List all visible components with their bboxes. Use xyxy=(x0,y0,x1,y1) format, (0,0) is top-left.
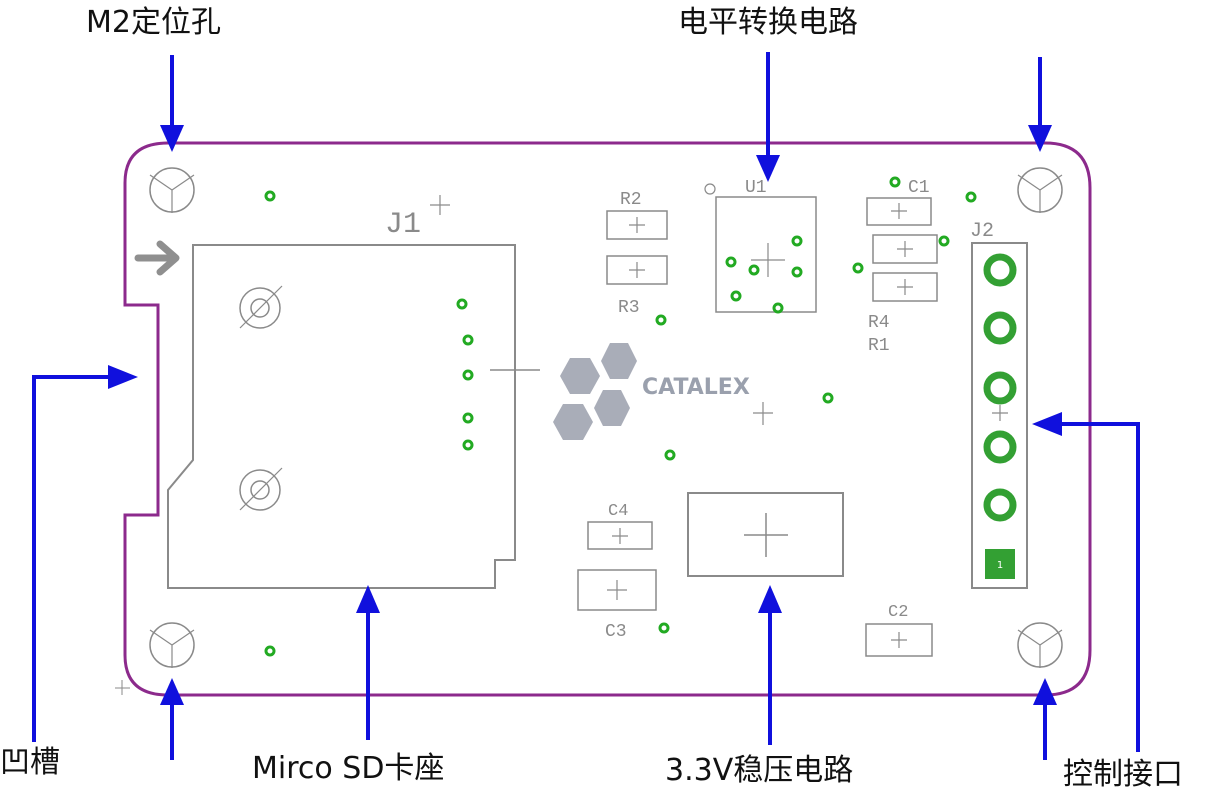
via xyxy=(730,290,742,302)
mounting-hole-top-left xyxy=(149,167,195,213)
svg-text:4: 4 xyxy=(997,384,1003,395)
arrow-control-port-icon xyxy=(1032,412,1140,752)
sd-socket-post-lower xyxy=(239,467,283,511)
via xyxy=(664,449,676,461)
regulator-package xyxy=(687,492,844,577)
sd-socket-post-upper xyxy=(239,285,283,329)
via xyxy=(462,439,474,451)
sd-socket-origin-mark xyxy=(490,345,540,395)
card-insert-arrow-icon xyxy=(134,240,180,276)
j2-label: J2 xyxy=(970,220,994,243)
vias xyxy=(264,176,977,657)
label-level-shift: 电平转换电路 xyxy=(678,5,858,40)
header-pin-1: 1 xyxy=(985,549,1015,579)
mounting-hole-top-right xyxy=(1017,167,1063,213)
via xyxy=(725,256,737,268)
via xyxy=(889,176,901,188)
via xyxy=(822,392,834,404)
arrow-bottom-left-hole-icon xyxy=(160,678,184,760)
svg-text:6: 6 xyxy=(997,266,1003,277)
header-pin-4: 4 xyxy=(983,371,1017,405)
via xyxy=(965,191,977,203)
via xyxy=(462,334,474,346)
control-header-j2: J2 6 5 4 3 2 1 xyxy=(970,220,1028,589)
header-pin-3: 3 xyxy=(983,430,1017,464)
arrow-sd-socket-icon xyxy=(356,585,380,740)
via xyxy=(456,298,468,310)
arrow-m2-hole-icon xyxy=(160,55,184,152)
mounting-hole-bottom-left xyxy=(149,622,195,668)
mounting-hole-bottom-right xyxy=(1017,622,1063,668)
arrow-regulator-icon xyxy=(758,585,782,745)
logo-text: CATALEX xyxy=(642,375,750,400)
via xyxy=(852,262,864,274)
svg-text:3: 3 xyxy=(997,443,1003,454)
label-groove: 凹槽 xyxy=(0,745,60,780)
via xyxy=(658,622,670,634)
via xyxy=(938,235,950,247)
u1-label: U1 xyxy=(745,178,767,198)
r2-label: R2 xyxy=(620,190,642,210)
label-control-port: 控制接口 xyxy=(1063,757,1183,792)
r1-label: R1 xyxy=(868,336,890,356)
via xyxy=(772,302,784,314)
via xyxy=(791,235,803,247)
via xyxy=(791,266,803,278)
label-sd-socket: Mirco SD卡座 xyxy=(252,751,445,786)
callout-arrows xyxy=(32,52,1140,760)
via xyxy=(462,369,474,381)
via xyxy=(462,412,474,424)
resistor-r4: R4 xyxy=(868,234,938,333)
origin-mark-bottom-left xyxy=(115,680,130,695)
header-pin-2: 2 xyxy=(983,488,1017,522)
logo-origin-mark xyxy=(753,402,773,425)
c4-label: C4 xyxy=(608,502,628,521)
header-pin-5: 5 xyxy=(983,311,1017,345)
via xyxy=(264,190,276,202)
label-m2-hole: M2定位孔 xyxy=(86,5,221,40)
j1-label: J1 xyxy=(385,208,421,242)
j1-origin-mark xyxy=(430,195,450,215)
capacitor-c2: C2 xyxy=(865,603,933,657)
svg-text:5: 5 xyxy=(997,324,1003,335)
capacitor-c3: C3 xyxy=(577,569,657,642)
via xyxy=(655,314,667,326)
catalex-logo: CATALEX xyxy=(553,343,750,440)
arrow-level-shift-icon xyxy=(756,52,780,182)
header-pin-6: 6 xyxy=(983,253,1017,287)
resistor-r2: R2 xyxy=(606,190,668,240)
level-shifter-u1: U1 xyxy=(704,178,817,313)
r3-label: R3 xyxy=(618,298,640,318)
resistor-r1: R1 xyxy=(868,272,938,356)
via xyxy=(748,264,760,276)
label-regulator: 3.3V稳压电路 xyxy=(665,753,854,788)
c3-label: C3 xyxy=(605,622,627,642)
arrow-groove-icon xyxy=(32,365,138,742)
arrow-top-right-hole-icon xyxy=(1028,57,1052,152)
arrow-bottom-right-hole-icon xyxy=(1033,678,1057,760)
c1-label: C1 xyxy=(908,178,930,198)
via xyxy=(264,645,276,657)
capacitor-c1: C1 xyxy=(866,178,932,226)
svg-text:2: 2 xyxy=(997,501,1003,512)
capacitor-c4: C4 xyxy=(587,502,653,550)
c2-label: C2 xyxy=(888,603,908,622)
r4-label: R4 xyxy=(868,313,890,333)
resistor-r3: R3 xyxy=(606,255,668,318)
svg-text:1: 1 xyxy=(997,560,1003,571)
